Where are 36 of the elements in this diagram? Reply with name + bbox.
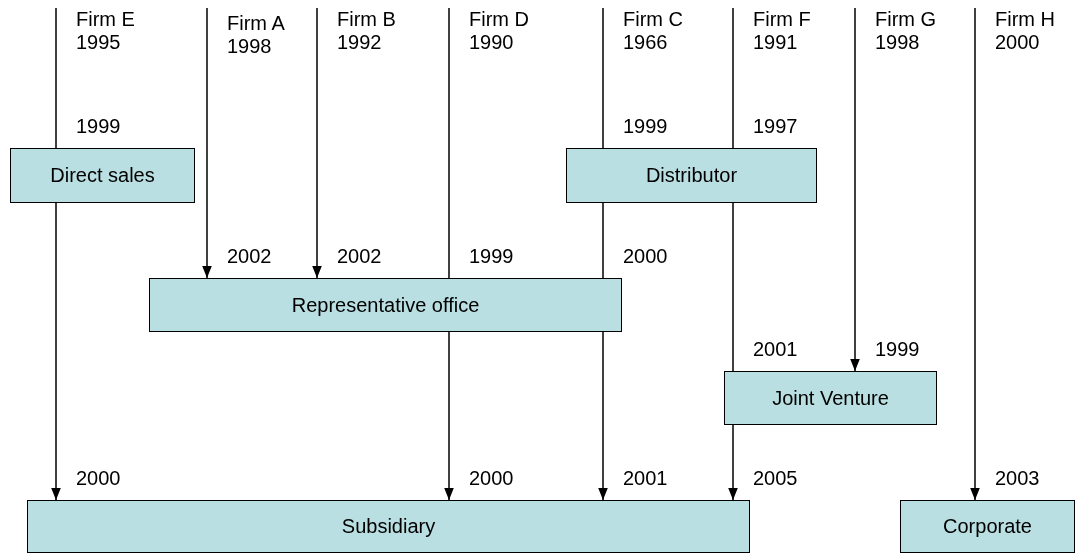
- entry-mode-box: Representative office: [149, 278, 622, 332]
- firm-name: Firm F: [753, 8, 812, 31]
- entry-mode-box: Direct sales: [10, 148, 195, 203]
- entry-mode-box: Corporate: [900, 500, 1075, 553]
- arrow: [312, 7, 322, 279]
- firm-name: Firm D: [469, 8, 530, 31]
- connector-line: [732, 202, 734, 372]
- founding-year: 1995: [76, 31, 122, 54]
- arrow: [728, 424, 738, 501]
- entry-mode-box: Joint Venture: [724, 371, 937, 425]
- entry-mode-box: Subsidiary: [27, 500, 750, 553]
- firm-name: Firm C: [623, 8, 684, 31]
- founding-year: 1992: [337, 31, 383, 54]
- connector-line: [55, 7, 57, 149]
- founding-year: 1998: [875, 31, 921, 54]
- firm-name: Firm B: [337, 8, 397, 31]
- connector-line: [602, 7, 604, 149]
- firm-name: Firm E: [76, 8, 136, 31]
- arrow: [598, 331, 608, 501]
- arrow: [51, 202, 61, 501]
- founding-year: 1990: [469, 31, 515, 54]
- entry-mode-box: Distributor: [566, 148, 817, 203]
- arrow: [444, 331, 454, 501]
- firm-name: Firm A: [227, 12, 286, 35]
- arrow: [202, 7, 212, 279]
- connector-line: [448, 7, 450, 279]
- arrow: [970, 7, 980, 501]
- connector-line: [732, 7, 734, 149]
- firm-name: Firm H: [995, 8, 1056, 31]
- connector-line: [602, 202, 604, 279]
- founding-year: 1991: [753, 31, 799, 54]
- founding-year: 1966: [623, 31, 669, 54]
- founding-year: 2000: [995, 31, 1041, 54]
- firm-name: Firm G: [875, 8, 938, 31]
- arrow: [850, 7, 860, 372]
- founding-year: 1998: [227, 35, 273, 58]
